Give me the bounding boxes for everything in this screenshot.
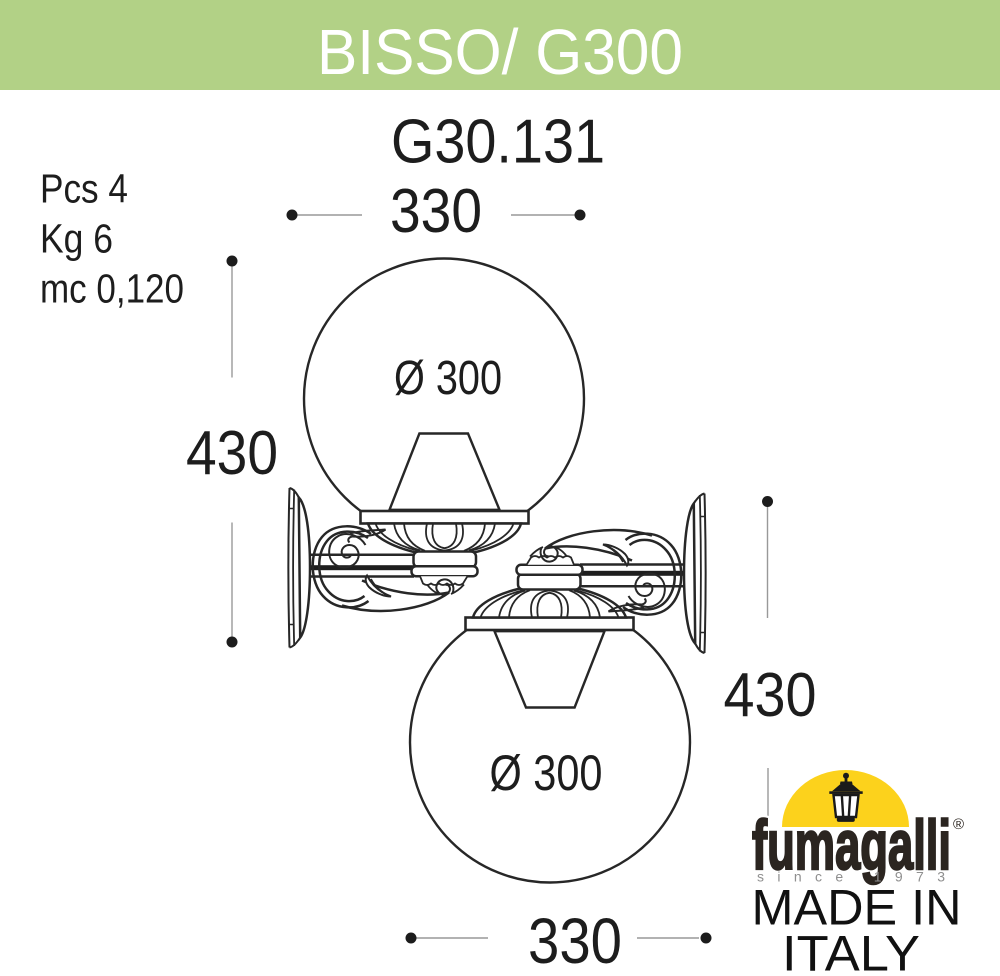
svg-text:Ø 300: Ø 300	[394, 351, 502, 405]
svg-text:BISSO/ G300: BISSO/ G300	[317, 16, 683, 88]
svg-text:Ø 300: Ø 300	[490, 745, 603, 801]
svg-text:fumagalli: fumagalli	[752, 806, 951, 884]
svg-text:®: ®	[953, 816, 964, 833]
svg-text:430: 430	[724, 661, 817, 730]
svg-text:Kg 6: Kg 6	[40, 216, 113, 262]
svg-text:ITALY: ITALY	[782, 926, 920, 976]
svg-text:330: 330	[390, 177, 482, 246]
svg-text:MADE IN: MADE IN	[752, 880, 962, 936]
svg-text:G30.131: G30.131	[391, 108, 605, 177]
svg-text:330: 330	[528, 905, 622, 976]
svg-text:fumagalli: fumagalli	[752, 806, 951, 884]
svg-text:Pcs 4: Pcs 4	[40, 166, 128, 212]
svg-text:mc 0,120: mc 0,120	[40, 266, 184, 312]
svg-text:430: 430	[186, 419, 278, 488]
